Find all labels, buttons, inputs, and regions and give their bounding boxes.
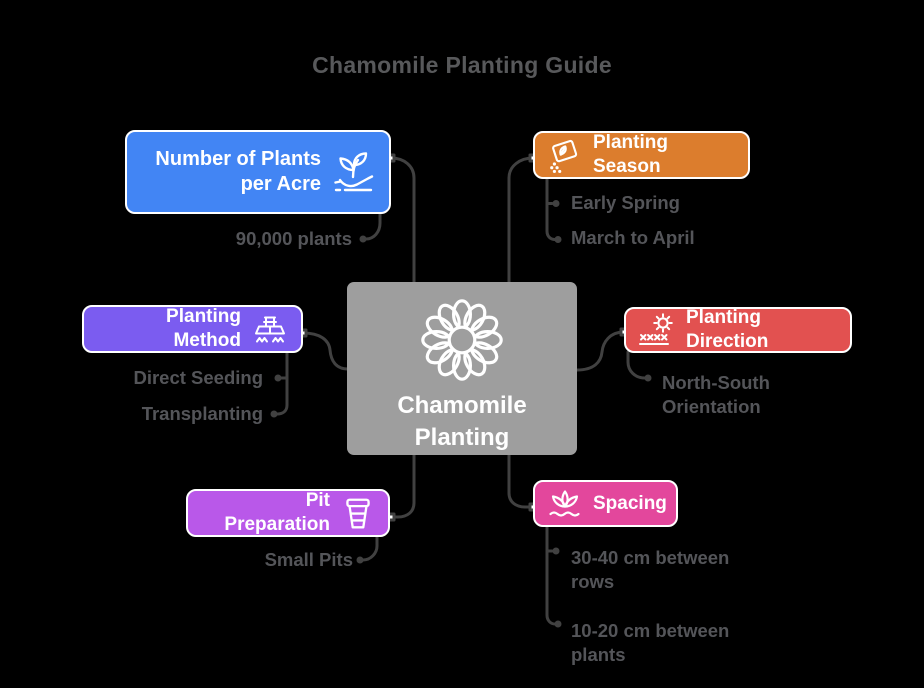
child-small-pits: Small Pits	[264, 549, 353, 570]
node-label: Planting Direction	[686, 307, 769, 352]
connector-blue-to-center	[389, 156, 416, 284]
endpoint-dot	[554, 236, 562, 243]
center-node-label: Chamomile Planting	[397, 392, 527, 451]
endpoint-dot	[552, 200, 560, 207]
endpoint-dot	[359, 235, 367, 243]
endpoint-dot	[554, 620, 562, 628]
node-label: Pit Preparation	[224, 490, 330, 535]
seed-packet-icon	[547, 137, 583, 173]
child-plant-spacing: 10-20 cm between plants	[571, 620, 730, 665]
connector-blue-child	[364, 212, 382, 241]
child-north-south-orientation: North-South Orientation	[662, 372, 770, 417]
node-label: Planting Method	[166, 306, 241, 351]
child-transplanting: Transplanting	[141, 403, 263, 424]
node-planting-season: Planting Season	[533, 131, 750, 179]
endpoint-dot	[274, 374, 282, 382]
child-march-to-april: March to April	[571, 227, 695, 248]
node-label: Spacing	[593, 492, 667, 514]
connector-center-to-violet	[389, 453, 416, 519]
connector-orange-to-center	[507, 156, 535, 284]
child-row-spacing: 30-40 cm between rows	[571, 547, 730, 592]
lotus-plant-icon	[547, 487, 583, 520]
child-direct-seeding: Direct Seeding	[133, 367, 263, 388]
endpoint-dot	[552, 547, 560, 555]
seeder-machine-icon	[251, 313, 289, 346]
connector-pink-children	[545, 525, 557, 626]
diagram-title: Chamomile Planting Guide	[312, 52, 612, 78]
node-planting-direction: Planting Direction	[624, 307, 852, 353]
child-90000-plants: 90,000 plants	[235, 228, 352, 249]
node-planting-method: Planting Method	[82, 305, 303, 353]
node-number-of-plants-per-acre: Number of Plants per Acre	[125, 130, 391, 214]
chamomile-flower-icon	[414, 292, 510, 388]
connector-red-child	[626, 350, 647, 380]
endpoint-dot	[644, 374, 652, 382]
endpoint-dot	[356, 556, 364, 564]
hand-planting-seedling-icon	[331, 149, 377, 195]
node-spacing: Spacing	[533, 480, 678, 527]
node-label: Number of Plants per Acre	[155, 148, 321, 195]
sun-over-rows-icon	[638, 313, 676, 347]
connector-center-to-red	[575, 330, 626, 372]
endpoint-dot	[270, 410, 278, 418]
connector-purple-to-center	[301, 331, 350, 371]
connector-purple-children	[275, 351, 289, 416]
center-node-chamomile-planting: Chamomile Planting	[347, 282, 577, 455]
child-early-spring: Early Spring	[571, 192, 680, 213]
connector-violet-child	[361, 535, 379, 562]
connector-center-to-pink	[507, 453, 535, 509]
node-label: Planting Season	[593, 132, 668, 177]
flower-pot-icon	[340, 495, 376, 531]
node-pit-preparation: Pit Preparation	[186, 489, 390, 537]
connector-orange-children	[545, 177, 557, 241]
